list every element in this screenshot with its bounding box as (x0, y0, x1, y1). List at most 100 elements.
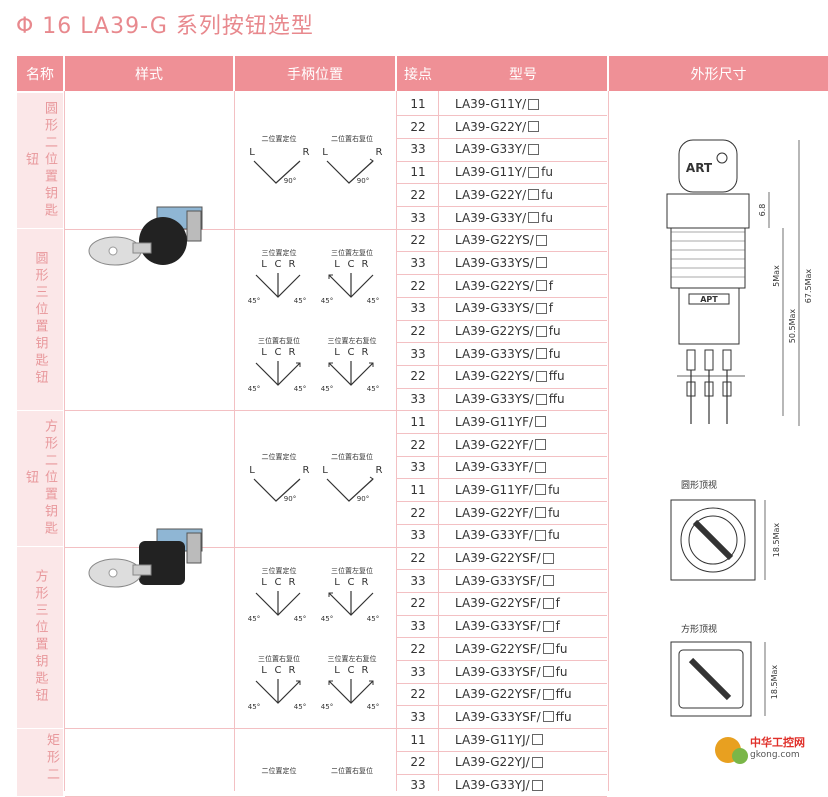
position-R: R (303, 147, 310, 158)
two-position-diagram: 二位置定位二位置右复位 (262, 766, 374, 775)
position-C: C (275, 577, 282, 588)
model-suffix: fu (548, 346, 561, 361)
page-title: Φ 16 LA39-G 系列按钮选型 (16, 14, 314, 39)
placeholder-box (528, 143, 540, 155)
position-L: L (322, 147, 328, 158)
contact-count: 22 (410, 119, 426, 134)
header-contact: 接点 (397, 56, 439, 91)
placeholder-box (542, 643, 554, 655)
group-name: 方形三位置钥匙钮 (17, 547, 63, 728)
position-C: C (348, 259, 355, 270)
position-L: L (261, 577, 267, 588)
model-suffix: f (555, 596, 560, 611)
model-suffix: ffu (555, 709, 572, 724)
model-number: LA39-G33Y/ (455, 138, 605, 160)
contact-count: 33 (410, 392, 426, 407)
placeholder-box (535, 507, 547, 519)
model-number: LA39-G22YSF/fu (455, 638, 605, 660)
model-prefix: LA39-G33YSF/ (455, 664, 541, 679)
handle-mode-label: 二位置定位 (262, 134, 297, 143)
position-R: R (376, 147, 383, 158)
model-number: LA39-G22YSF/ffu (455, 683, 605, 705)
group-name: 矩形二 (17, 728, 63, 796)
round-top-view-label: 圆形顶视 (681, 479, 717, 491)
watermark-text: 中华工控网 (750, 736, 805, 749)
contact-count: 22 (410, 755, 426, 770)
key-switch-photo (88, 528, 203, 588)
model-prefix: LA39-G33YSF/ (455, 709, 541, 724)
handle-mode-label: 三位置定位 (262, 248, 297, 257)
model-prefix: LA39-G33YSF/ (455, 619, 541, 634)
placeholder-box (535, 302, 547, 314)
placeholder-box (528, 166, 540, 178)
model-prefix: LA39-G22Y/ (455, 119, 527, 134)
contact-count: 11 (410, 165, 426, 180)
placeholder-box (531, 734, 543, 746)
position-C: C (275, 347, 282, 358)
model-prefix: LA39-G22YS/ (455, 369, 534, 384)
position-R: R (362, 665, 369, 676)
model-suffix: f (548, 278, 554, 293)
placeholder-box (535, 484, 547, 496)
position-L: L (334, 665, 340, 676)
brand-label: APT (700, 295, 718, 304)
contact-count: 22 (410, 437, 426, 452)
model-number: LA39-G22Y/fu (455, 184, 605, 206)
model-prefix: LA39-G33YS/ (455, 392, 534, 407)
model-number: LA39-G22YF/ (455, 434, 605, 456)
position-L: L (322, 465, 328, 476)
position-L: L (334, 259, 340, 270)
position-R: R (289, 577, 296, 588)
header-model: 型号 (439, 56, 607, 91)
angle-label: 45° (367, 703, 379, 711)
model-number: LA39-G33YJ/ (455, 774, 605, 796)
model-prefix: LA39-G22YS/ (455, 278, 534, 293)
placeholder-box (528, 98, 540, 110)
angle-label: 90° (357, 177, 369, 185)
model-prefix: LA39-G33YS/ (455, 301, 534, 316)
model-prefix: LA39-G33Y/ (455, 142, 527, 157)
contact-count: 33 (410, 210, 426, 225)
dimension-value: 50.5Max (788, 309, 797, 344)
dimension-value: 5Max (772, 265, 781, 287)
handle-mode-label: 三位置左复位 (331, 248, 373, 257)
dimension-drawing: ARTAPT6.85Max50.5Max67.5Max圆形顶视18.5Max方形… (666, 139, 813, 717)
angle-label: 90° (284, 177, 296, 185)
position-L: L (334, 347, 340, 358)
position-R: R (289, 665, 296, 676)
model-suffix: fu (555, 664, 568, 679)
position-L: L (261, 259, 267, 270)
position-L: L (261, 665, 267, 676)
placeholder-box (535, 461, 547, 473)
contact-count: 22 (410, 505, 426, 520)
model-prefix: LA39-G33YS/ (455, 255, 534, 270)
square-top-view-label: 方形顶视 (681, 623, 717, 635)
brand-mark: ART (686, 161, 713, 175)
angle-label: 45° (321, 615, 333, 623)
group-name: 方形二位置钥匙钮 (17, 410, 63, 546)
handle-mode-label: 三位置左右复位 (328, 336, 377, 345)
model-number: LA39-G22YS/ (455, 229, 605, 251)
angle-label: 90° (284, 495, 296, 503)
handle-mode-label: 二位置右复位 (331, 134, 373, 143)
dimension-value: 18.5Max (772, 523, 781, 558)
placeholder-box (531, 756, 543, 768)
model-prefix: LA39-G11YF/ (455, 414, 534, 429)
angle-label: 45° (248, 703, 260, 711)
dimension-value: 18.5Max (770, 665, 779, 700)
contact-count: 11 (410, 414, 426, 429)
position-R: R (362, 577, 369, 588)
contact-count: 22 (410, 278, 426, 293)
model-number: LA39-G22Y/ (455, 116, 605, 138)
model-number: LA39-G22YS/ffu (455, 365, 605, 387)
model-suffix: ffu (555, 687, 572, 702)
model-number: LA39-G33YSF/fu (455, 661, 605, 683)
model-prefix: LA39-G11YJ/ (455, 732, 530, 747)
model-prefix: LA39-G22YF/ (455, 437, 534, 452)
dimension-value: 67.5Max (804, 269, 813, 304)
